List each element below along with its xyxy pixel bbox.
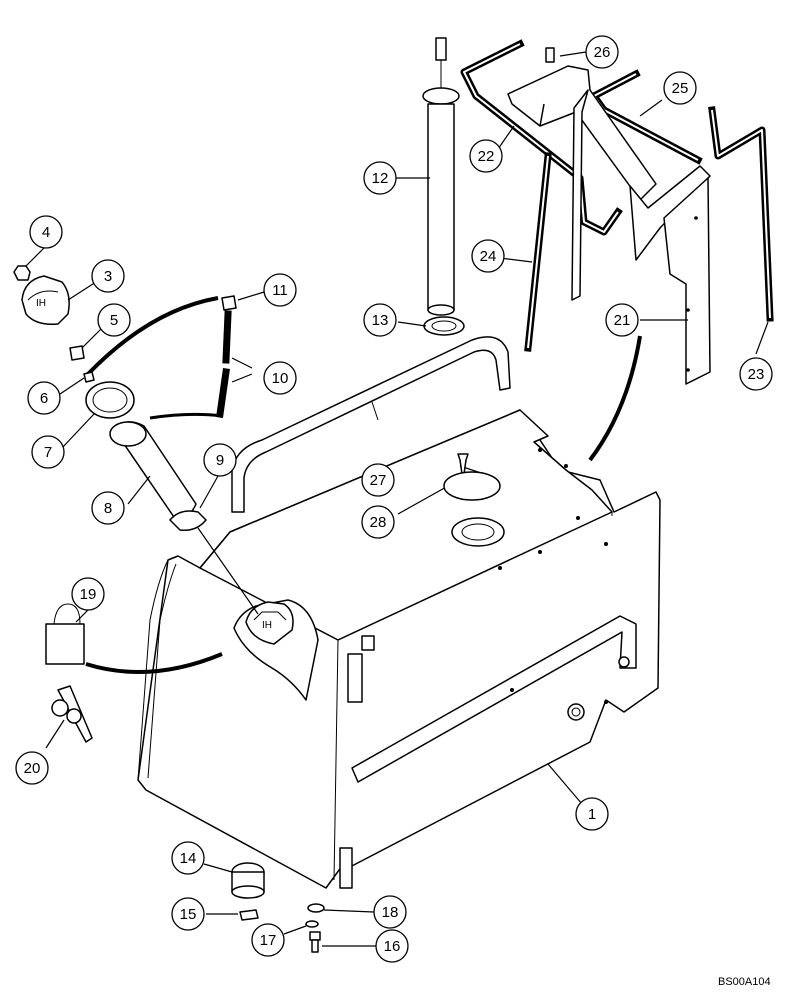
callout-15: 15 xyxy=(171,897,205,931)
callout-20: 20 xyxy=(15,751,49,785)
svg-text:12: 12 xyxy=(372,170,389,187)
callout-1: 1 xyxy=(575,797,609,831)
svg-text:28: 28 xyxy=(370,514,387,531)
hose-clamp xyxy=(169,510,207,532)
svg-text:IH: IH xyxy=(262,620,272,631)
svg-text:27: 27 xyxy=(370,472,387,489)
svg-text:7: 7 xyxy=(44,444,52,461)
svg-text:IH: IH xyxy=(36,298,46,309)
fuel-cap: IH xyxy=(21,275,70,326)
callout-18: 18 xyxy=(373,895,407,929)
svg-text:13: 13 xyxy=(372,312,389,329)
callout-5: 5 xyxy=(97,303,131,337)
assembly-arc-21 xyxy=(588,335,642,462)
assembly-arc-7 xyxy=(149,412,223,420)
gasket-23 xyxy=(708,106,774,322)
svg-text:4: 4 xyxy=(42,224,50,241)
svg-text:3: 3 xyxy=(104,268,112,285)
tether-chain-upper xyxy=(222,310,232,364)
svg-text:25: 25 xyxy=(672,80,689,97)
drawing-code: BS00A104 xyxy=(718,976,771,988)
svg-text:1: 1 xyxy=(588,806,596,823)
callout-11: 11 xyxy=(263,273,297,307)
assembly-arc-10 xyxy=(86,296,219,376)
callout-16: 16 xyxy=(375,929,409,963)
assembly-arc-19 xyxy=(85,652,223,674)
svg-text:8: 8 xyxy=(104,500,112,517)
callout-4: 4 xyxy=(29,215,63,249)
svg-text:15: 15 xyxy=(180,906,197,923)
svg-text:16: 16 xyxy=(384,938,401,955)
callout-13: 13 xyxy=(363,303,397,337)
svg-text:23: 23 xyxy=(748,366,765,383)
guard-plate xyxy=(663,177,711,385)
callout-25: 25 xyxy=(663,71,697,105)
svg-text:6: 6 xyxy=(40,390,48,407)
retainer-clip xyxy=(239,909,259,921)
callout-27: 27 xyxy=(361,463,395,497)
callout-6: 6 xyxy=(27,381,61,415)
svg-text:22: 22 xyxy=(478,148,495,165)
svg-text:5: 5 xyxy=(110,312,118,329)
bolt xyxy=(309,931,321,953)
svg-text:26: 26 xyxy=(594,44,611,61)
callout-19: 19 xyxy=(71,577,105,611)
callout-8: 8 xyxy=(91,491,125,525)
padlock-keys xyxy=(51,685,93,743)
tether-chain-lower xyxy=(216,368,230,418)
callout-9: 9 xyxy=(203,443,237,477)
callout-12: 12 xyxy=(363,161,397,195)
callout-3: 3 xyxy=(91,259,125,293)
callout-14: 14 xyxy=(171,841,205,875)
svg-text:10: 10 xyxy=(272,370,289,387)
callout-10: 10 xyxy=(263,361,297,395)
padlock xyxy=(45,603,85,665)
svg-text:18: 18 xyxy=(382,904,399,921)
svg-text:19: 19 xyxy=(80,586,97,603)
assembly-line-cap xyxy=(197,527,259,615)
callout-23: 23 xyxy=(739,357,773,391)
fuel-level-sender xyxy=(422,37,460,316)
svg-text:14: 14 xyxy=(180,850,197,867)
access-cover-28 xyxy=(443,471,501,501)
svg-text:20: 20 xyxy=(24,760,41,777)
callout-28: 28 xyxy=(361,505,395,539)
cap-adapter xyxy=(69,345,85,361)
vent-fitting xyxy=(13,265,31,281)
svg-text:11: 11 xyxy=(272,282,288,299)
callout-21: 21 xyxy=(605,303,639,337)
filler-strainer xyxy=(109,421,197,521)
callout-22: 22 xyxy=(469,139,503,173)
callout-26: 26 xyxy=(585,35,619,69)
fuel-tank: IH xyxy=(137,336,661,889)
svg-text:9: 9 xyxy=(216,452,224,469)
callout-17: 17 xyxy=(251,923,285,957)
svg-text:24: 24 xyxy=(480,248,497,265)
sender-gasket xyxy=(423,316,465,336)
svg-text:21: 21 xyxy=(614,312,631,329)
callout-7: 7 xyxy=(31,435,65,469)
lock-washer xyxy=(305,920,319,928)
svg-text:17: 17 xyxy=(260,932,277,949)
flat-washer xyxy=(307,903,325,913)
callout-24: 24 xyxy=(471,239,505,273)
screw xyxy=(83,371,95,383)
chain-clip xyxy=(221,295,237,311)
drain-plug xyxy=(231,862,265,899)
